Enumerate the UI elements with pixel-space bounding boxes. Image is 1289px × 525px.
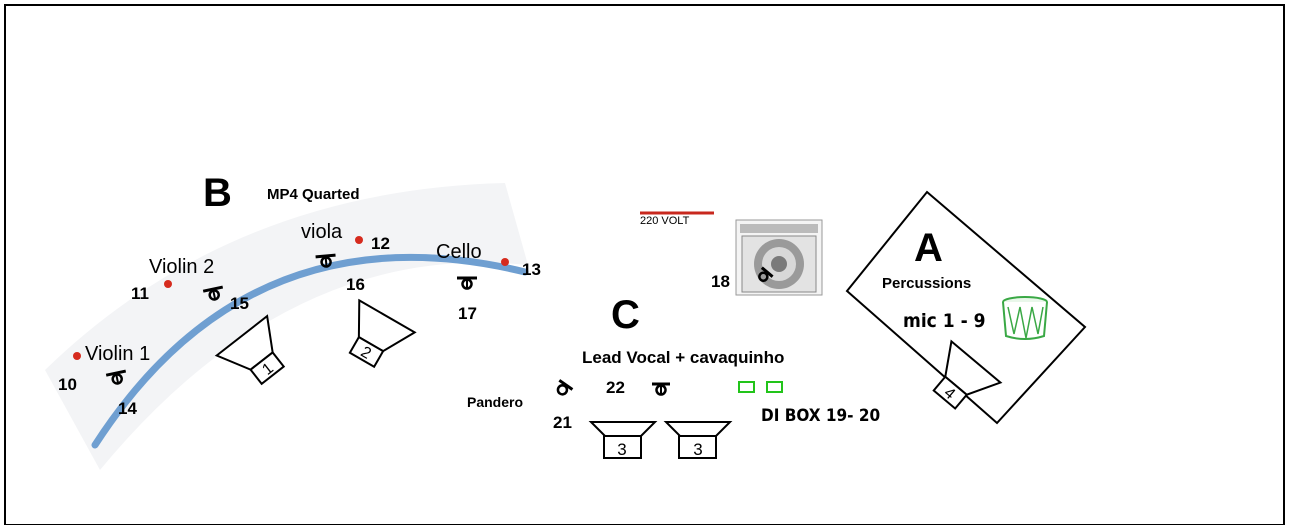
di-box-label: DI BOX 19- 20	[761, 406, 880, 426]
section-a-letter: A	[914, 226, 943, 270]
num-14: 14	[118, 399, 137, 418]
section-c-title: Lead Vocal + cavaquinho	[582, 348, 784, 367]
section-c-letter: C	[611, 293, 640, 337]
power-label: 220 VOLT	[640, 215, 690, 227]
section-b-title: MP4 Quarted	[267, 186, 360, 203]
di-box-icon-19	[738, 381, 755, 393]
num-18: 18	[711, 272, 730, 291]
di-box-icon-20	[766, 381, 783, 393]
mic-dot-12	[355, 236, 363, 244]
monitor-3a-label: 3	[617, 440, 626, 459]
mic-stand-icon-17	[457, 276, 477, 290]
monitor-wedge-1: 1	[214, 314, 286, 386]
mic-dot-13	[501, 258, 509, 266]
mic-dot-11	[164, 280, 172, 288]
monitor-wedge-3b: 3	[663, 421, 733, 459]
num-11: 11	[131, 284, 149, 303]
monitor-wedge-3a: 3	[588, 421, 658, 459]
mic-stand-icon-15	[202, 285, 224, 301]
num-17: 17	[458, 304, 477, 323]
section-a-mics: mic 1 - 9	[903, 310, 986, 332]
num-16: 16	[346, 275, 365, 294]
mic-icon-18	[758, 266, 774, 283]
frame	[4, 4, 1285, 525]
mic-stand-icon-21	[556, 379, 574, 396]
num-22: 22	[606, 378, 625, 397]
percussion-riser	[845, 190, 1087, 425]
mic-stand-icon-22	[652, 382, 670, 396]
violin2-label: Violin 2	[149, 256, 214, 278]
monitor-wedge-2: 2	[348, 298, 417, 369]
cello-label: Cello	[436, 241, 482, 263]
mic-stand-icon-14	[105, 369, 127, 385]
mic-dot-10	[73, 352, 81, 360]
quartet-area	[45, 183, 528, 470]
num-21: 21	[553, 413, 572, 432]
section-b-letter: B	[203, 171, 232, 215]
monitor-wedge-4: 4	[932, 339, 1003, 410]
pandero-label: Pandero	[467, 394, 523, 410]
monitor-3b-label: 3	[693, 440, 702, 459]
amp-icon	[735, 219, 823, 296]
mic-stand-icon-16	[315, 253, 336, 268]
violin1-label: Violin 1	[85, 343, 150, 365]
num-13: 13	[522, 260, 541, 279]
num-10: 10	[58, 375, 77, 394]
num-15: 15	[230, 294, 249, 313]
quartet-arc	[91, 253, 529, 449]
num-12: 12	[371, 234, 390, 253]
drum-icon	[1002, 296, 1048, 340]
section-a-title: Percussions	[882, 275, 971, 292]
viola-label: viola	[301, 221, 343, 243]
